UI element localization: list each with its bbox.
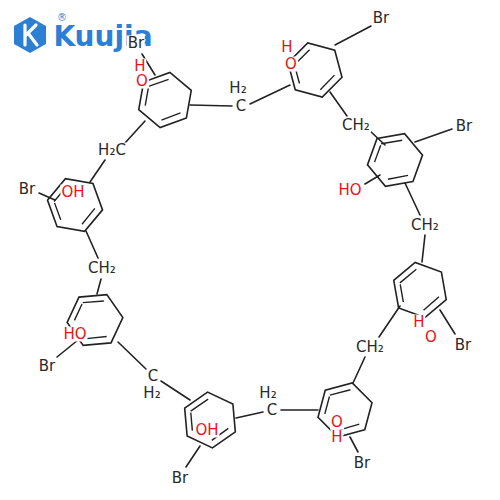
atom-label: OH [194, 423, 219, 438]
group-label: H₂ [258, 386, 277, 401]
group-label: H₂C [97, 143, 127, 158]
group-label: C [266, 403, 278, 418]
atom-label: O [135, 74, 149, 89]
group-label: H₂ [142, 386, 161, 401]
watermark-mark: ® [56, 13, 68, 23]
atom-label: H [330, 430, 343, 445]
benzene-rings [43, 37, 449, 450]
atom-label: Br [171, 471, 189, 486]
logo-icon [14, 17, 46, 53]
atom-label: Br [18, 182, 36, 197]
group-label: CH₂ [341, 118, 371, 133]
atom-label: HO [337, 183, 362, 198]
atom-label: HO [62, 327, 87, 342]
group-label: CH₂ [87, 261, 117, 276]
atom-label: O [284, 57, 298, 72]
group-label: C [235, 99, 247, 114]
atom-label: H [412, 315, 425, 330]
atom-label: Br [353, 456, 371, 471]
atom-label: O [424, 330, 438, 345]
atom-label: O [330, 415, 344, 430]
group-label: H₂ [228, 81, 247, 96]
atom-label: OH [60, 185, 85, 200]
bonds [39, 26, 455, 467]
group-label: C [147, 369, 159, 384]
atom-label: Br [372, 11, 390, 26]
atom-label: H [133, 59, 146, 74]
atom-label: Br [455, 119, 473, 134]
atom-label: H [280, 40, 293, 55]
group-label: CH₂ [355, 340, 385, 355]
atom-label: Br [38, 359, 56, 374]
atom-label: Br [127, 36, 145, 51]
group-label: CH₂ [410, 218, 440, 233]
atom-label: Br [454, 338, 472, 353]
